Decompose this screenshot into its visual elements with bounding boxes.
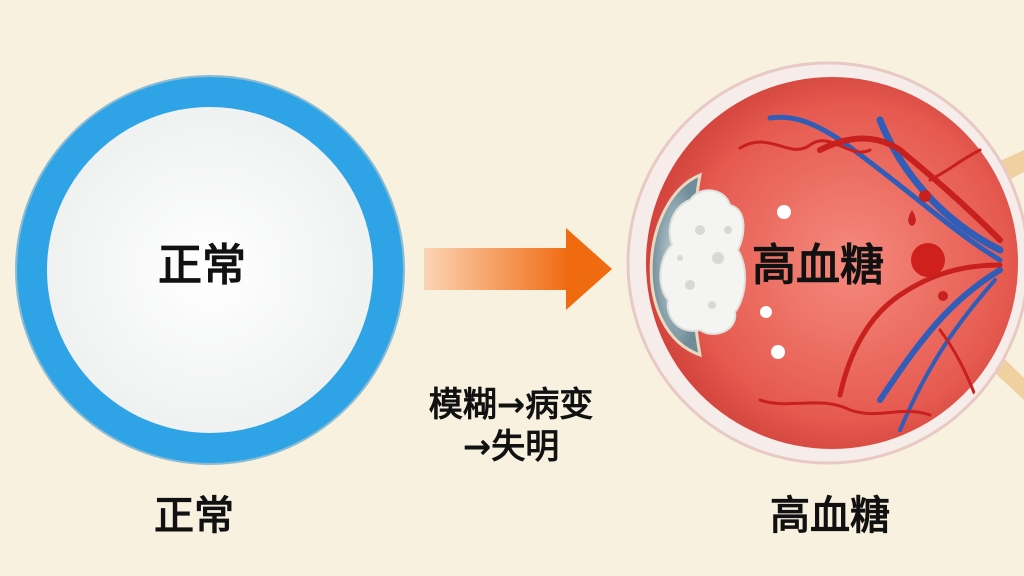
normal-caption: 正常 bbox=[154, 493, 234, 539]
progression-arrow-icon bbox=[424, 228, 612, 310]
progression-line-1: 模糊→病变 bbox=[428, 385, 594, 425]
progression-line-2: →失明 bbox=[462, 427, 560, 467]
diabetic-caption: 高血糖 bbox=[770, 493, 890, 539]
diabetic-eye-label: 高血糖 bbox=[752, 240, 884, 291]
normal-eye-label: 正常 bbox=[158, 240, 246, 291]
normal-eye-icon bbox=[15, 75, 405, 465]
diabetic-eye-icon bbox=[626, 61, 1024, 465]
cataract-icon bbox=[659, 189, 746, 335]
progression-text: 模糊→病变 →失明 bbox=[396, 384, 626, 468]
